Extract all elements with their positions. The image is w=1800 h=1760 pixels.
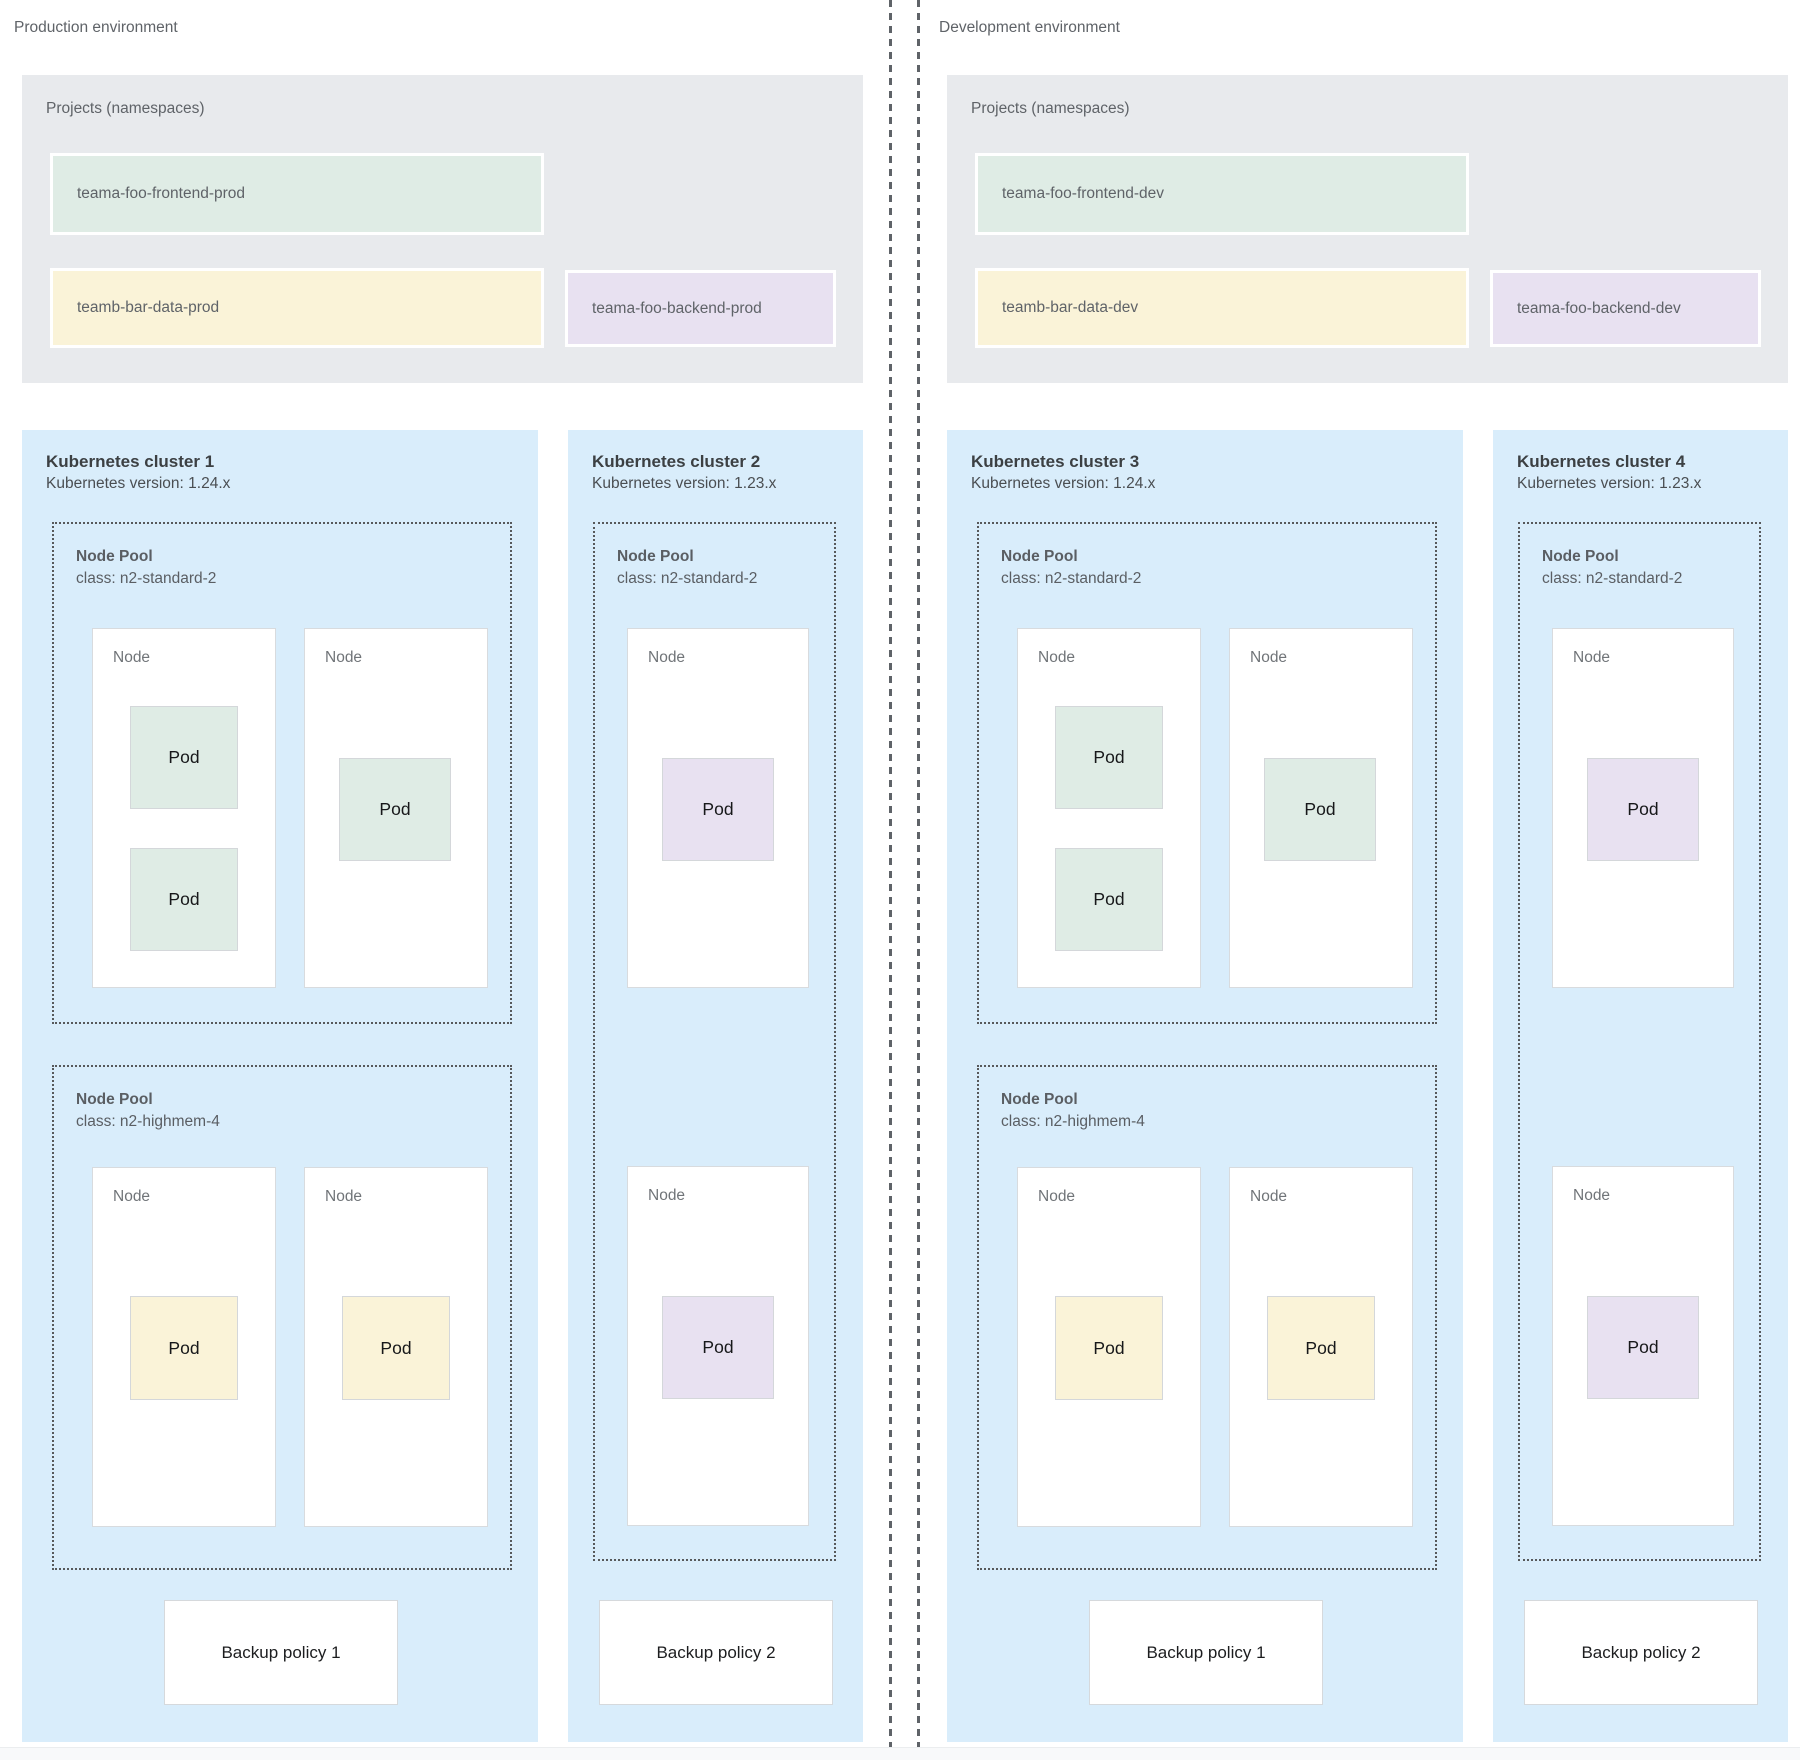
node-box: Node Pod	[92, 1167, 276, 1527]
node-pool: Node Pool class: n2-highmem-4 Node Pod N…	[52, 1065, 512, 1570]
node-pool-name: Node Pool	[76, 548, 153, 565]
environment-label: Production environment	[14, 19, 178, 36]
node-pool-name: Node Pool	[617, 548, 694, 565]
node-box: Node Pod	[627, 1166, 809, 1526]
node-pool-class: class: n2-standard-2	[76, 570, 217, 587]
cluster-version: Kubernetes version: 1.24.x	[46, 475, 231, 492]
node-pool-class: class: n2-standard-2	[1001, 570, 1142, 587]
cluster-version: Kubernetes version: 1.23.x	[1517, 475, 1702, 492]
pod-box: Pod	[662, 1296, 774, 1399]
node-label: Node	[1038, 1188, 1076, 1205]
node-box: Node Pod Pod	[92, 628, 276, 988]
namespace-box: teama-foo-frontend-dev	[975, 153, 1469, 235]
cluster-title: Kubernetes cluster 4	[1517, 452, 1686, 471]
node-box: Node Pod	[627, 628, 809, 988]
node-box: Node Pod	[1552, 628, 1734, 988]
node-label: Node	[648, 1187, 686, 1204]
backup-policy-box: Backup policy 2	[599, 1600, 833, 1705]
pod-box: Pod	[130, 848, 238, 951]
pod-box: Pod	[130, 706, 238, 809]
environment-divider-line	[917, 0, 920, 1760]
namespace-box: teama-foo-backend-dev	[1490, 270, 1761, 347]
pod-box: Pod	[662, 758, 774, 861]
kubernetes-cluster-panel: Kubernetes cluster 4 Kubernetes version:…	[1493, 430, 1788, 1742]
cluster-version: Kubernetes version: 1.23.x	[592, 475, 777, 492]
node-box: Node Pod	[1229, 628, 1413, 988]
node-box: Node Pod	[304, 628, 488, 988]
node-pool-name: Node Pool	[76, 1091, 153, 1108]
kubernetes-cluster-panel: Kubernetes cluster 2 Kubernetes version:…	[568, 430, 863, 1742]
cluster-title: Kubernetes cluster 2	[592, 452, 761, 471]
node-label: Node	[1038, 649, 1076, 666]
pod-box: Pod	[1587, 1296, 1699, 1399]
pod-box: Pod	[1055, 706, 1163, 809]
node-pool-class: class: n2-highmem-4	[76, 1113, 220, 1130]
backup-policy-box: Backup policy 1	[164, 1600, 398, 1705]
namespace-label: teama-foo-backend-dev	[1517, 299, 1681, 317]
node-box: Node Pod	[1017, 1167, 1201, 1527]
node-box: Node Pod	[1552, 1166, 1734, 1526]
projects-namespaces-panel: Projects (namespaces) teama-foo-frontend…	[22, 75, 863, 383]
node-pool-name: Node Pool	[1001, 1091, 1078, 1108]
namespace-label: teamb-bar-data-prod	[77, 299, 220, 316]
node-label: Node	[325, 1188, 363, 1205]
namespace-box: teamb-bar-data-prod	[50, 268, 544, 348]
cluster-title: Kubernetes cluster 1	[46, 452, 215, 471]
pod-box: Pod	[339, 758, 451, 861]
node-pool: Node Pool class: n2-standard-2 Node Pod …	[977, 522, 1437, 1024]
node-box: Node Pod	[304, 1167, 488, 1527]
namespace-label: teamb-bar-data-dev	[1002, 299, 1139, 316]
node-pool-name: Node Pool	[1542, 548, 1619, 565]
namespace-label: teama-foo-frontend-prod	[77, 185, 246, 202]
node-pool-class: class: n2-standard-2	[617, 570, 758, 587]
node-label: Node	[648, 649, 686, 666]
node-label: Node	[1573, 649, 1611, 666]
namespace-label: teama-foo-backend-prod	[592, 299, 762, 317]
node-pool: Node Pool class: n2-standard-2 Node Pod …	[593, 522, 836, 1561]
pod-box: Pod	[1587, 758, 1699, 861]
projects-namespaces-panel: Projects (namespaces) teama-foo-frontend…	[947, 75, 1788, 383]
kubernetes-cluster-panel: Kubernetes cluster 1 Kubernetes version:…	[22, 430, 538, 1742]
production-environment-section: Production environment Projects (namespa…	[14, 0, 875, 1760]
development-environment-section: Development environment Projects (namesp…	[939, 0, 1800, 1760]
page-bottom-strip	[0, 1747, 1800, 1760]
node-label: Node	[113, 1188, 151, 1205]
namespace-label: teama-foo-frontend-dev	[1002, 185, 1164, 202]
node-label: Node	[1250, 1188, 1288, 1205]
namespace-box: teama-foo-frontend-prod	[50, 153, 544, 235]
namespace-box: teama-foo-backend-prod	[565, 270, 836, 347]
node-pool: Node Pool class: n2-standard-2 Node Pod …	[52, 522, 512, 1024]
pod-box: Pod	[342, 1296, 450, 1400]
pod-box: Pod	[1267, 1296, 1375, 1400]
node-label: Node	[325, 649, 363, 666]
node-pool-name: Node Pool	[1001, 548, 1078, 565]
node-box: Node Pod Pod	[1017, 628, 1201, 988]
node-label: Node	[1250, 649, 1288, 666]
node-label: Node	[1573, 1187, 1611, 1204]
environment-label: Development environment	[939, 19, 1120, 36]
kubernetes-cluster-panel: Kubernetes cluster 3 Kubernetes version:…	[947, 430, 1463, 1742]
cluster-title: Kubernetes cluster 3	[971, 452, 1140, 471]
node-pool-class: class: n2-highmem-4	[1001, 1113, 1145, 1130]
projects-panel-title: Projects (namespaces)	[971, 100, 1130, 117]
node-label: Node	[113, 649, 151, 666]
pod-box: Pod	[130, 1296, 238, 1400]
node-pool: Node Pool class: n2-highmem-4 Node Pod N…	[977, 1065, 1437, 1570]
cluster-version: Kubernetes version: 1.24.x	[971, 475, 1156, 492]
pod-box: Pod	[1055, 848, 1163, 951]
environment-divider-line	[889, 0, 892, 1760]
node-pool: Node Pool class: n2-standard-2 Node Pod …	[1518, 522, 1761, 1561]
backup-policy-box: Backup policy 2	[1524, 1600, 1758, 1705]
node-box: Node Pod	[1229, 1167, 1413, 1527]
backup-policy-box: Backup policy 1	[1089, 1600, 1323, 1705]
projects-panel-title: Projects (namespaces)	[46, 100, 205, 117]
pod-box: Pod	[1264, 758, 1376, 861]
pod-box: Pod	[1055, 1296, 1163, 1400]
node-pool-class: class: n2-standard-2	[1542, 570, 1683, 587]
namespace-box: teamb-bar-data-dev	[975, 268, 1469, 348]
